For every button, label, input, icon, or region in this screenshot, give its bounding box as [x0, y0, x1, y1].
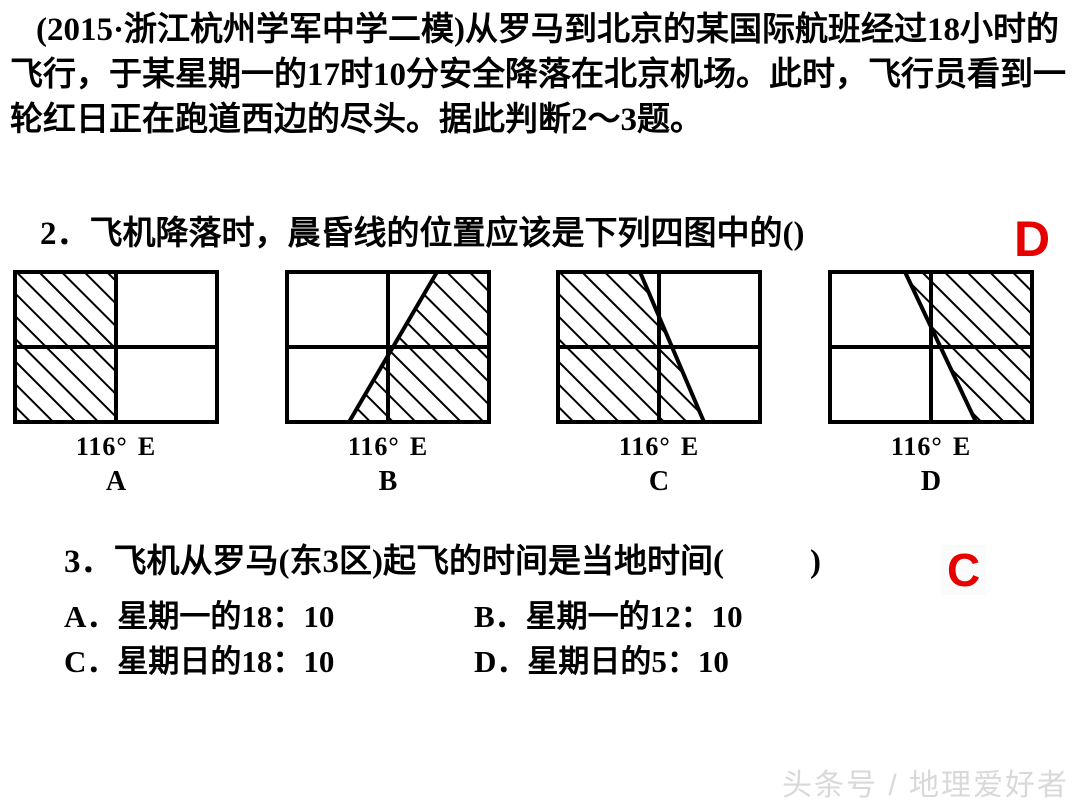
figure-a-longitude: 116°	[75, 432, 128, 461]
figure-d-terminator	[903, 271, 978, 423]
figure-a-caption: 116° E	[13, 432, 219, 462]
answer-marker-q3: C	[941, 545, 987, 595]
option-a-label: A．	[64, 599, 118, 634]
figure-b-letter: B	[378, 466, 398, 497]
figure-row: 116° E A 116° E	[0, 262, 1080, 502]
figure-b-direction: E	[409, 432, 429, 461]
figure-d: 116° E D	[828, 262, 1078, 502]
figure-d-longitude: 116°	[890, 432, 943, 461]
figure-c-box	[556, 270, 762, 424]
q3-number: 3．	[64, 544, 114, 580]
option-a[interactable]: A．星期一的18：10	[64, 596, 474, 638]
q2-number: 2．	[40, 216, 90, 252]
q2-text: 飞机降落时，晨昏线的位置应该是下列四图中的(	[89, 216, 794, 252]
figure-c-direction: E	[680, 432, 700, 461]
figure-b-box	[285, 270, 491, 424]
figure-d-svg	[828, 270, 1034, 424]
question-stem: (2015·浙江杭州学军中学二模)从罗马到北京的某国际航班经过18小时的飞行，于…	[10, 8, 1070, 143]
figure-b-svg	[285, 270, 491, 424]
figure-d-direction: E	[952, 432, 972, 461]
option-d-label: D．	[474, 644, 528, 679]
figure-c-caption: 116° E	[556, 432, 762, 462]
q2-close-paren: )	[793, 216, 805, 252]
figure-c-svg	[556, 270, 762, 424]
figure-d-letter: D	[920, 466, 942, 497]
q3-close-paren: )	[809, 544, 821, 580]
figure-c-letter: C	[648, 466, 670, 497]
question-2-line: 2．飞机降落时，晨昏线的位置应该是下列四图中的()	[10, 212, 1070, 256]
option-c[interactable]: C．星期日的18：10	[64, 641, 474, 683]
figure-d-box	[828, 270, 1034, 424]
option-b[interactable]: B．星期一的12：10	[474, 596, 743, 638]
figure-a-box	[13, 270, 219, 424]
q3-text: 飞机从罗马(东3区)起飞的时间是当地时间(	[113, 544, 724, 580]
option-a-value: 星期一的18：10	[117, 599, 335, 634]
answer-marker-q2: D	[1014, 211, 1051, 267]
option-c-value: 星期日的18：10	[117, 644, 335, 679]
figure-c: 116° E C	[556, 262, 806, 502]
option-b-value: 星期一的12：10	[525, 599, 743, 634]
figure-b: 116° E B	[285, 262, 535, 502]
figure-a-svg	[13, 270, 219, 424]
figure-c-longitude: 116°	[618, 432, 671, 461]
option-c-label: C．	[64, 644, 118, 679]
option-d-value: 星期日的5：10	[527, 644, 729, 679]
option-d[interactable]: D．星期日的5：10	[474, 641, 729, 683]
figure-b-caption: 116° E	[285, 432, 491, 462]
option-b-label: B．	[474, 599, 526, 634]
question-3-line: 3．飞机从罗马(东3区)起飞的时间是当地时间()	[10, 540, 1070, 584]
figure-a-letter: A	[105, 466, 127, 497]
stem-text: (2015·浙江杭州学军中学二模)从罗马到北京的某国际航班经过18小时的飞行，于…	[10, 12, 1066, 138]
figure-a-direction: E	[137, 432, 157, 461]
figure-a: 116° E A	[13, 262, 263, 502]
watermark: 头条号 / 地理爱好者	[782, 769, 1070, 802]
figure-c-terminator	[638, 271, 706, 423]
figure-b-terminator	[347, 270, 439, 424]
figure-d-caption: 116° E	[828, 432, 1034, 462]
figure-b-longitude: 116°	[347, 432, 400, 461]
